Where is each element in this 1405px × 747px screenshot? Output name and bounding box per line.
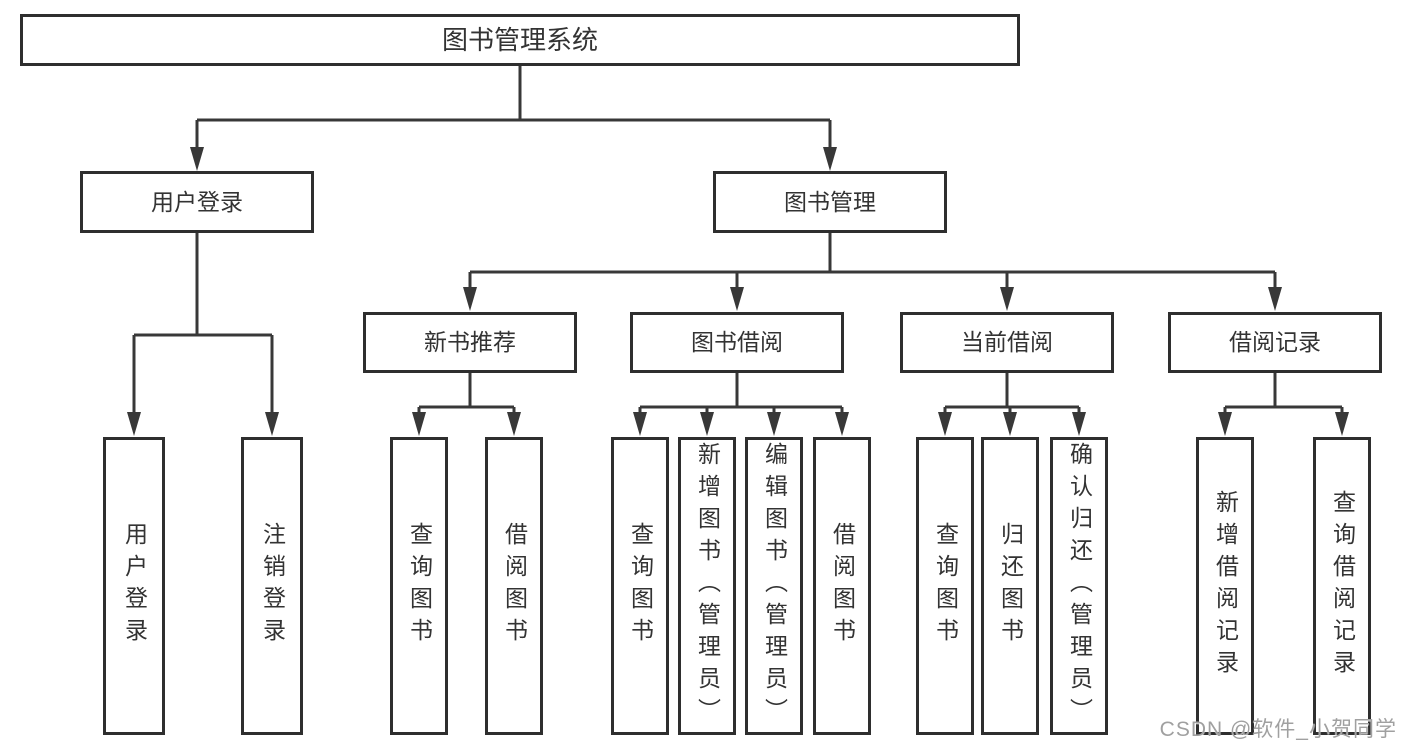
connector-root bbox=[195, 66, 832, 150]
csdn-watermark: CSDN @软件_小贺同学 bbox=[1159, 718, 1397, 741]
connector-borrow-record-group bbox=[1223, 373, 1344, 414]
arrowheads bbox=[127, 147, 1349, 436]
node-label: 用户登录 bbox=[121, 522, 148, 650]
connector-book-borrow-group bbox=[638, 373, 844, 414]
node-book-borrow: 图书借阅 bbox=[630, 312, 844, 373]
arrow-icon bbox=[700, 412, 714, 436]
node-label: 编辑图书（管理员） bbox=[761, 442, 788, 730]
node-label: 图书借阅 bbox=[691, 329, 783, 355]
node-label: 图书管理 bbox=[784, 188, 876, 215]
leaf-user-login: 用户登录 bbox=[103, 437, 165, 735]
connector-book-mgmt-group bbox=[468, 233, 1277, 290]
leaf-query-borrow-record: 查询借阅记录 bbox=[1313, 437, 1371, 735]
arrow-icon bbox=[190, 147, 204, 171]
arrow-icon bbox=[633, 412, 647, 436]
node-label: 图书管理系统 bbox=[441, 25, 598, 55]
node-label: 借阅记录 bbox=[1229, 329, 1321, 355]
arrow-icon bbox=[938, 412, 952, 436]
arrow-icon bbox=[1072, 412, 1086, 436]
leaf-borrow-book: 借阅图书 bbox=[813, 437, 871, 735]
node-label: 用户登录 bbox=[151, 188, 243, 215]
connector-new-book-group bbox=[417, 373, 516, 414]
node-book-management: 图书管理 bbox=[713, 171, 947, 233]
node-current-borrow: 当前借阅 bbox=[900, 312, 1114, 373]
leaf-add-borrow-record: 新增借阅记录 bbox=[1196, 437, 1254, 735]
arrow-icon bbox=[1000, 287, 1014, 311]
node-label: 新书推荐 bbox=[424, 329, 516, 355]
node-label: 查询图书 bbox=[932, 522, 959, 650]
leaf-newbook-query-book: 查询图书 bbox=[390, 437, 448, 735]
leaf-confirm-return-admin: 确认归还（管理员） bbox=[1050, 437, 1108, 735]
arrow-icon bbox=[767, 412, 781, 436]
node-new-book-recommend: 新书推荐 bbox=[363, 312, 577, 373]
arrow-icon bbox=[412, 412, 426, 436]
leaf-logout: 注销登录 bbox=[241, 437, 303, 735]
arrow-icon bbox=[127, 412, 141, 436]
node-label: 注销登录 bbox=[259, 522, 286, 650]
connector-current-borrow-group bbox=[943, 373, 1081, 414]
connector-user-login-group bbox=[132, 233, 274, 414]
leaf-edit-book-admin: 编辑图书（管理员） bbox=[745, 437, 803, 735]
node-label: 查询图书 bbox=[627, 522, 654, 650]
node-label: 借阅图书 bbox=[501, 522, 528, 650]
node-user-login: 用户登录 bbox=[80, 171, 314, 233]
node-label: 查询图书 bbox=[406, 522, 433, 650]
arrow-icon bbox=[823, 147, 837, 171]
node-root-system: 图书管理系统 bbox=[20, 14, 1020, 66]
arrow-icon bbox=[1268, 287, 1282, 311]
node-label: 查询借阅记录 bbox=[1329, 490, 1356, 682]
node-label: 新增借阅记录 bbox=[1212, 490, 1239, 682]
leaf-borrow-query-book: 查询图书 bbox=[611, 437, 669, 735]
leaf-current-query-book: 查询图书 bbox=[916, 437, 974, 735]
node-label: 归还图书 bbox=[997, 522, 1024, 650]
arrow-icon bbox=[1335, 412, 1349, 436]
node-label: 借阅图书 bbox=[829, 522, 856, 650]
leaf-newbook-borrow-book: 借阅图书 bbox=[485, 437, 543, 735]
arrow-icon bbox=[835, 412, 849, 436]
leaf-add-book-admin: 新增图书（管理员） bbox=[678, 437, 736, 735]
node-borrow-record: 借阅记录 bbox=[1168, 312, 1382, 373]
arrow-icon bbox=[265, 412, 279, 436]
arrow-icon bbox=[507, 412, 521, 436]
node-label: 确认归还（管理员） bbox=[1066, 442, 1093, 730]
arrow-icon bbox=[1003, 412, 1017, 436]
leaf-return-book: 归还图书 bbox=[981, 437, 1039, 735]
arrow-icon bbox=[730, 287, 744, 311]
node-label: 当前借阅 bbox=[961, 329, 1053, 355]
arrow-icon bbox=[1218, 412, 1232, 436]
arrow-icon bbox=[463, 287, 477, 311]
node-label: 新增图书（管理员） bbox=[694, 442, 721, 730]
